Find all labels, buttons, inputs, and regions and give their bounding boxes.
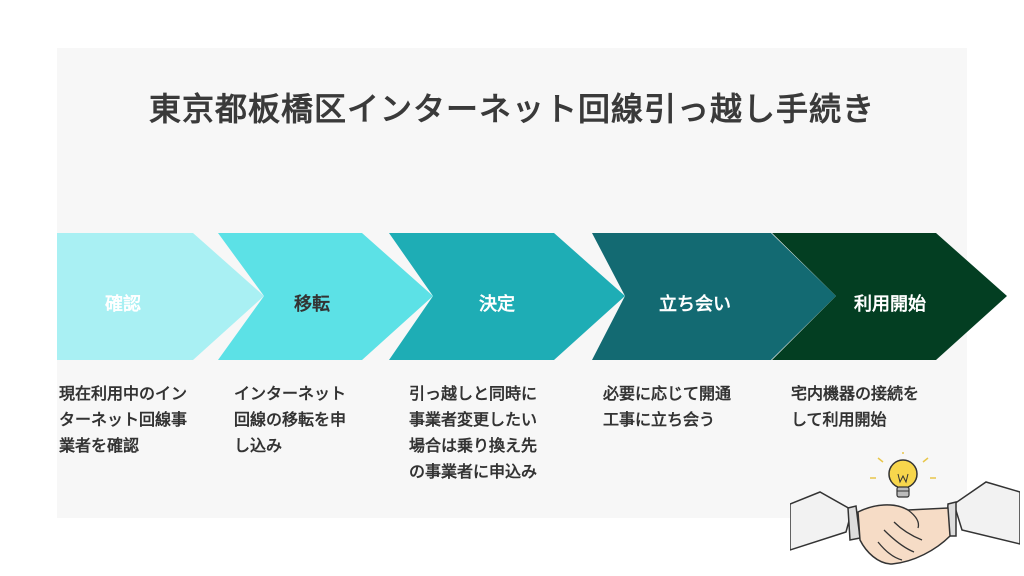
step-arrow-4 <box>592 233 836 360</box>
handshake-icon <box>790 481 1020 565</box>
step-description-5: 宅内機器の接続をして利用開始 <box>791 384 920 429</box>
step-label-4: 立ち会い <box>659 294 731 315</box>
step-description-1: 現在利用中のインターネット回線事業者を確認 <box>59 384 188 455</box>
step-description-2: インターネット回線の移転を申し込み <box>234 384 347 455</box>
step-label-2: 移転 <box>294 294 330 315</box>
step-label-1: 確認 <box>105 294 141 315</box>
page-title: 東京都板橋区インターネット回線引っ越し手続き <box>148 90 875 128</box>
handshake-illustration <box>790 452 1020 565</box>
step-arrow-1 <box>57 233 264 360</box>
step-arrow-2 <box>218 233 433 360</box>
step-arrow-3 <box>389 233 625 360</box>
lightbulb-icon <box>870 452 936 498</box>
step-description-4: 必要に応じて開通工事に立ち会う <box>603 384 732 429</box>
step-description-3: 引っ越しと同時に事業者変更したい場合は乗り換え先の事業者に申込み <box>409 384 538 481</box>
step-label-3: 決定 <box>479 294 515 315</box>
step-arrow-5 <box>772 233 1007 360</box>
step-label-5: 利用開始 <box>854 294 926 315</box>
